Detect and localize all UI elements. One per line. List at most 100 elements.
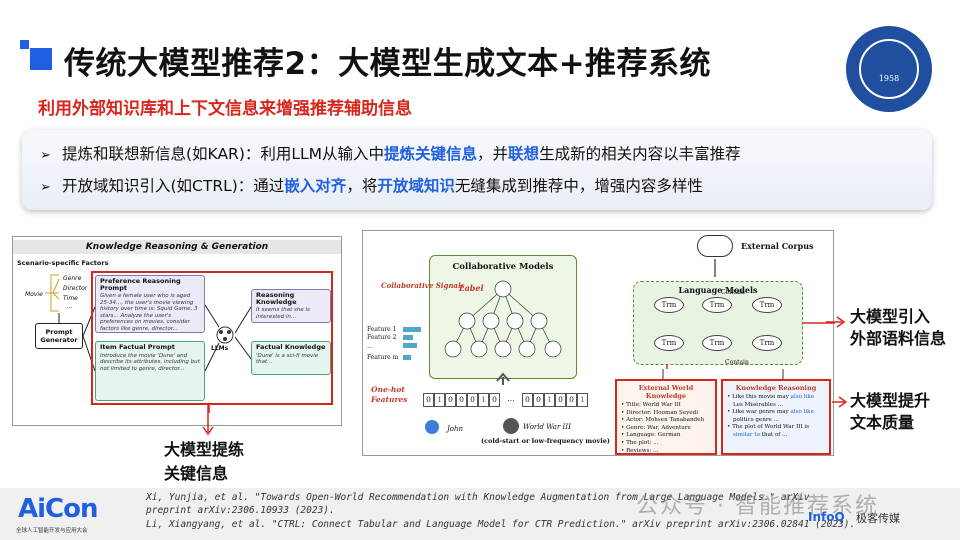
onehot-bit: 0 (456, 393, 467, 407)
coldstart-note: (cold-start or low-frequency movie) (481, 437, 610, 445)
kr-highlight: also like (790, 394, 815, 400)
feature-1-label: Feature 1 (367, 326, 397, 333)
jike-logo: 极客传媒 (856, 512, 900, 525)
caption-line: 文本质量 (850, 413, 915, 432)
ewk-line: • Director: Hooman Seyedi (621, 409, 699, 416)
collaborative-signals-label: Collaborative Signals (381, 281, 465, 290)
summary-box: ➢提炼和联想新信息(如KAR)：利用LLM从输入中提炼关键信息，并联想生成新的相… (22, 130, 932, 210)
llms-label: LLMs (211, 345, 229, 352)
kar-connectors (45, 274, 252, 413)
bullet-highlight: 开放域知识 (377, 177, 455, 195)
onehot-bit: 0 (445, 393, 456, 407)
aicon-logo: AiCon (18, 494, 98, 524)
onehot-bit: 1 (434, 393, 445, 407)
card-title: Reasoning Knowledge (256, 291, 297, 306)
card-text: It seems that she is interested in... (256, 307, 310, 320)
movie-label: Movie (25, 291, 43, 298)
card-title: Factual Knowledge (256, 343, 326, 351)
ewk-line: • Reviews: ... (621, 447, 659, 454)
trm-node: Trm (654, 335, 684, 351)
onehot-bit: 1 (478, 393, 489, 407)
external-world-knowledge-box: External World Knowledge • Title: World … (615, 379, 717, 455)
feature-dots-label: ... (367, 343, 373, 350)
page-subtitle: 利用外部知识库和上下文信息来增强推荐辅助信息 (38, 99, 412, 119)
factual-knowledge-card: Factual Knowledge 'Dune' is a sci-fi mov… (251, 341, 331, 375)
left-caption-arrow (202, 404, 214, 436)
trm-node: Trm (752, 297, 782, 313)
kr-line: • Like war genre may also like (727, 409, 825, 417)
bullet-arrow-icon: ➢ (40, 148, 51, 163)
reference-1-cont: preprint arXiv:2306.10933 (2023). (146, 505, 335, 516)
contain-label: Contain (721, 289, 745, 296)
kr-line: politics genre ... (727, 417, 825, 425)
bullet-text: 生成新的相关内容以丰富推荐 (539, 145, 741, 163)
aicon-tagline: 全球人工智能开发与应用大会 (16, 528, 88, 534)
caption-line: 大模型提升 (850, 391, 931, 410)
factor-dots: ... (67, 303, 73, 310)
movie-icon (503, 418, 519, 434)
scenario-factors-label: Scenario-specific Factors (17, 259, 109, 267)
right-caption-quality: 大模型提升 文本质量 (850, 390, 930, 434)
trm-node: Trm (752, 335, 782, 351)
card-text: Introduce the movie 'Dune' and describe … (100, 352, 200, 372)
university-logo: 1958 (846, 26, 932, 112)
trm-node: Trm (654, 297, 684, 313)
kr-text: politics genre ... (733, 416, 779, 423)
bullet-text: ，将 (346, 177, 378, 195)
external-corpus-label: External Corpus (741, 241, 814, 251)
contain-label: Contain (725, 359, 749, 366)
onehot-bit: 1 (577, 393, 588, 407)
kr-line: • Like this movie may also like (727, 394, 825, 402)
card-title: Item Factual Prompt (100, 343, 175, 351)
label-text: Label (459, 283, 484, 293)
summary-bullet-2: ➢开放域知识引入(如CTRL)：通过嵌入对齐，将开放域知识无缝集成到推荐中，增强… (40, 174, 703, 196)
kr-highlight: similar to (733, 431, 760, 438)
onehot-bit: 1 (544, 393, 555, 407)
wechat-watermark: 公众号 · 智能推荐系统 (636, 494, 879, 519)
factor-director: Director (63, 285, 88, 292)
right-caption-arrows (826, 316, 848, 408)
onehot-bit: 0 (566, 393, 577, 407)
left-figure-caption: 大模型提练 关键信息 (164, 438, 244, 486)
onehot-bit: 0 (423, 393, 434, 407)
ewk-title: External World Knowledge (638, 384, 694, 400)
bullet-text: ，并 (477, 145, 509, 163)
onehot-bit: 0 (555, 393, 566, 407)
card-title: Preference Reasoning Prompt (100, 277, 181, 292)
highlight-frame-left (91, 271, 333, 405)
onehot-bit: 0 (522, 393, 533, 407)
caption-line: 大模型提练 (164, 440, 245, 459)
kr-title: Knowledge Reasoning (735, 384, 817, 392)
kr-text: • Like war genre may (727, 409, 791, 416)
onehot-bit: 0 (489, 393, 500, 407)
language-models-box: Language Models (633, 281, 803, 365)
kr-highlight: also like (790, 409, 814, 416)
cloud-icon (697, 235, 733, 257)
ewk-line: • The plot: ... (621, 439, 659, 446)
title-decor-small (20, 40, 29, 49)
bullet-highlight: 提炼关键信息 (384, 145, 478, 163)
knowledge-reasoning-box: Knowledge Reasoning • Like this movie ma… (721, 379, 831, 455)
bullet-arrow-icon: ➢ (40, 180, 51, 195)
prompt-generator-box: Prompt Generator (35, 323, 83, 349)
title-decor-large (30, 48, 52, 70)
onehot-bit: 0 (467, 393, 478, 407)
reasoning-knowledge-card: Reasoning Knowledge It seems that she is… (251, 289, 331, 323)
kr-text: Les Misérables ... (733, 401, 784, 408)
reference-1: Xi, Yunjia, et al. "Towards Open-World R… (146, 492, 810, 503)
kar-figure-title: Knowledge Reasoning & Generation (13, 240, 341, 254)
page-title: 传统大模型推荐2：大模型生成文本+推荐系统 (64, 46, 712, 82)
logo-inner-ring (859, 39, 919, 99)
trm-node: Trm (702, 297, 732, 313)
kr-text: • Like this movie may (727, 394, 791, 400)
right-caption-corpus: 大模型引入 外部语料信息 (850, 306, 946, 350)
infoq-logo: InfoQ (808, 510, 845, 524)
kr-line: • The plot of World War III is (727, 424, 825, 432)
bullet-text: 提炼和联想新信息(如KAR)：利用LLM从输入中 (62, 145, 385, 163)
caption-line: 关键信息 (164, 464, 229, 483)
onehot-features-label: One-hot Features (371, 385, 408, 404)
ewk-line: • Actor: Mohsen Tanabandeh (621, 417, 705, 424)
reference-2: Li, Xiangyang, et al. "CTRL: Connect Tab… (146, 519, 856, 530)
logo-year: 1958 (878, 74, 900, 83)
user-icon (425, 420, 439, 434)
